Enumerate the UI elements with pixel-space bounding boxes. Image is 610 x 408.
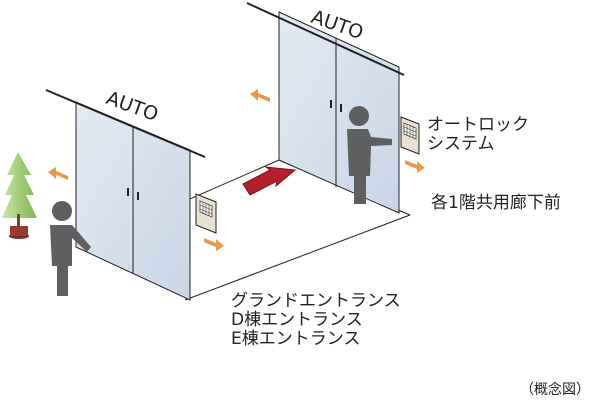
autolock-label-line: オートロック [427, 115, 529, 135]
plant-icon [2, 152, 37, 239]
entrance-label: E棟エントランス [231, 329, 361, 350]
person-icon [50, 201, 91, 296]
autolock-label-line: システム [427, 134, 495, 155]
entrance-list: グランドエントランス D棟エントランス E棟エントランス [231, 291, 401, 350]
keypad-icon [195, 193, 217, 234]
autolock-label: オートロック システム [427, 115, 529, 155]
person-icon [347, 106, 392, 204]
entrance-label: D棟エントランス [231, 310, 363, 331]
concept-note: （概念図） [520, 382, 590, 398]
keypad-icon [400, 116, 420, 155]
floor-corridor-label: 各1階共用廊下前 [431, 193, 561, 213]
arrow-icon [242, 166, 297, 196]
arrow-icon [48, 89, 425, 251]
entrance-label: グランドエントランス [231, 291, 401, 311]
front-auto-door: AUTO [45, 87, 206, 301]
